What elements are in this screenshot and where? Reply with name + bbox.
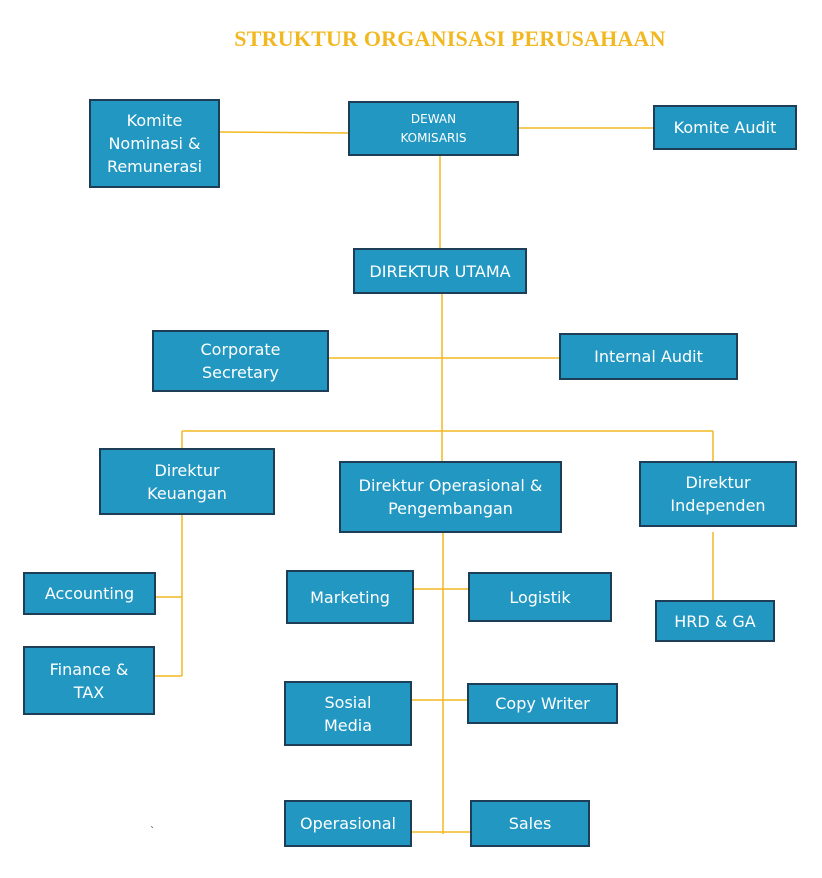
sales-box: Sales bbox=[470, 800, 590, 847]
dewan-komisaris-box: DEWAN KOMISARIS bbox=[348, 101, 519, 156]
finance-tax-box: Finance & TAX bbox=[23, 646, 155, 715]
line-komite-nominasi bbox=[218, 131, 351, 134]
sosial-media-box: Sosial Media bbox=[284, 681, 412, 746]
direktur-keuangan-box: Direktur Keuangan bbox=[99, 448, 275, 515]
marketing-box: Marketing bbox=[286, 570, 414, 624]
direktur-utama-box: DIREKTUR UTAMA bbox=[353, 248, 527, 294]
logistik-box: Logistik bbox=[468, 572, 612, 622]
copy-writer-box: Copy Writer bbox=[467, 683, 618, 724]
chart-title: STRUKTUR ORGANISASI PERUSAHAAN bbox=[234, 26, 666, 51]
direktur-independen-box: Direktur Independen bbox=[639, 461, 797, 527]
hrd-ga-box: HRD & GA bbox=[655, 600, 775, 642]
operasional-box: Operasional bbox=[284, 800, 412, 847]
internal-audit-box: Internal Audit bbox=[559, 333, 738, 380]
accounting-box: Accounting bbox=[23, 572, 156, 615]
stray-mark: ` bbox=[150, 826, 155, 837]
direktur-operasional-box: Direktur Operasional & Pengembangan bbox=[339, 461, 562, 533]
corporate-secretary-box: Corporate Secretary bbox=[152, 330, 329, 392]
komite-audit-box: Komite Audit bbox=[653, 105, 797, 150]
komite-nominasi-box: Komite Nominasi & Remunerasi bbox=[89, 99, 220, 188]
